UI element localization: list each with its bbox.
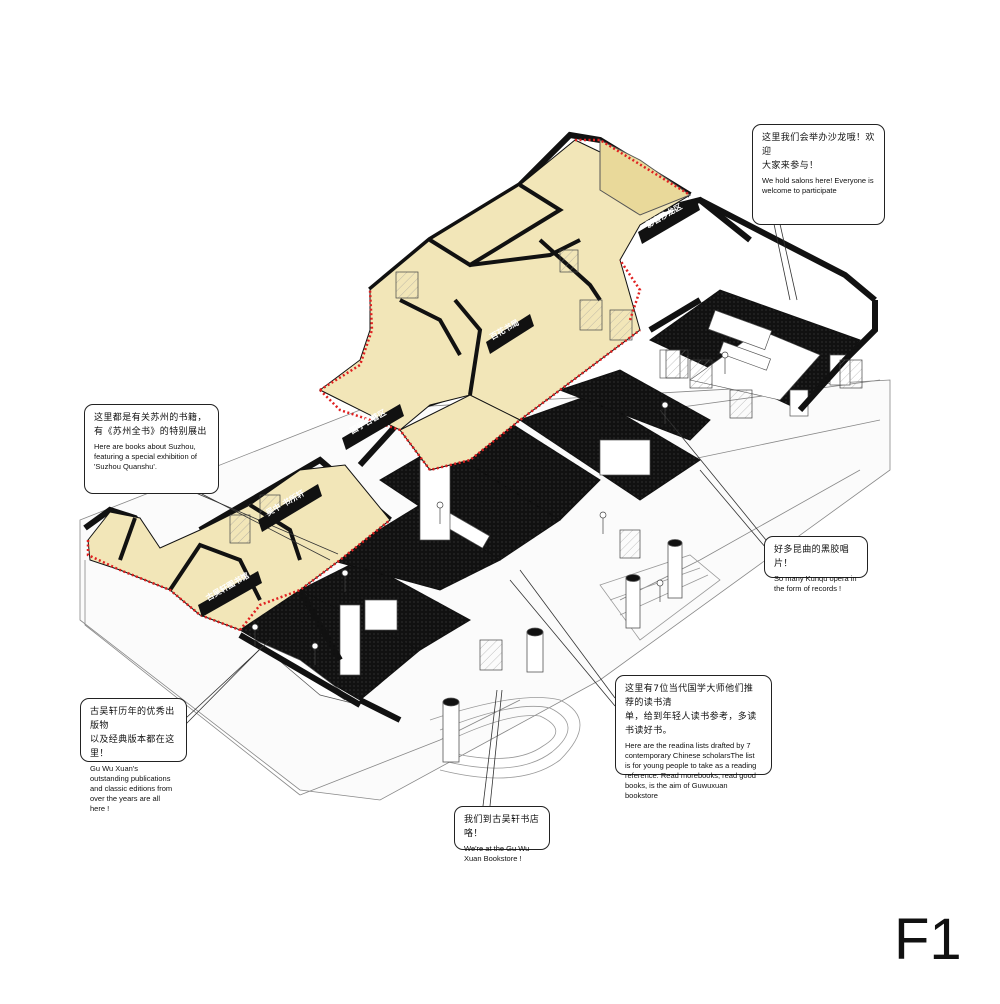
callout-reading-list-en: Here are the readina lists drafted by 7 … <box>625 741 757 800</box>
callout-kunqu-records: 好多昆曲的黑胶唱片！ So many Kunqu opera in the fo… <box>764 536 868 593</box>
people-figures <box>251 351 729 665</box>
callout-arrival-en: We're at the Gu Wu Xuan Bookstore ! <box>464 844 530 863</box>
callout-suzhou-en: Here are books about Suzhou, featuring a… <box>94 442 197 471</box>
figure-label: F1 <box>894 907 962 972</box>
callout-salons-en: We hold salons here! Everyone is welcome… <box>762 176 874 195</box>
callout-kunqu-zh: 好多昆曲的黑胶唱片！ <box>774 545 850 569</box>
window-panels <box>229 249 863 671</box>
callout-reading-list-zh: 这里有7位当代国学大师他们推荐的读书清 单，给到年轻人读书参考，多读书读好书。 <box>625 684 757 736</box>
callout-publications-en: Gu Wu Xuan's outstanding publications an… <box>90 764 173 813</box>
callout-arrival: 我们到古吴轩书店咯！ We're at the Gu Wu Xuan Books… <box>454 806 550 863</box>
callout-reading-list: 这里有7位当代国学大师他们推荐的读书清 单，给到年轻人读书参考，多读书读好书。 … <box>615 675 772 800</box>
callout-salons: 这里我们会举办沙龙哦！欢迎 大家来参与！ We hold salons here… <box>752 124 885 225</box>
upper-floor-highlight <box>86 138 691 632</box>
callout-kunqu-en: So many Kunqu opera in the form of recor… <box>774 574 857 593</box>
callout-arrival-zh: 我们到古吴轩书店咯！ <box>464 815 540 839</box>
callout-suzhou-books: 这里都是有关苏州的书籍， 有《苏州全书》的特别展出 Here are books… <box>84 404 219 494</box>
entrance-columns <box>442 539 683 763</box>
callout-publications: 古吴轩历年的优秀出版物 以及经典版本都在这里！ Gu Wu Xuan's out… <box>80 698 187 813</box>
callout-suzhou-zh: 这里都是有关苏州的书籍， 有《苏州全书》的特别展出 <box>94 413 207 437</box>
callout-publications-zh: 古吴轩历年的优秀出版物 以及经典版本都在这里！ <box>90 707 175 759</box>
callout-salons-zh: 这里我们会举办沙龙哦！欢迎 大家来参与！ <box>762 133 875 171</box>
